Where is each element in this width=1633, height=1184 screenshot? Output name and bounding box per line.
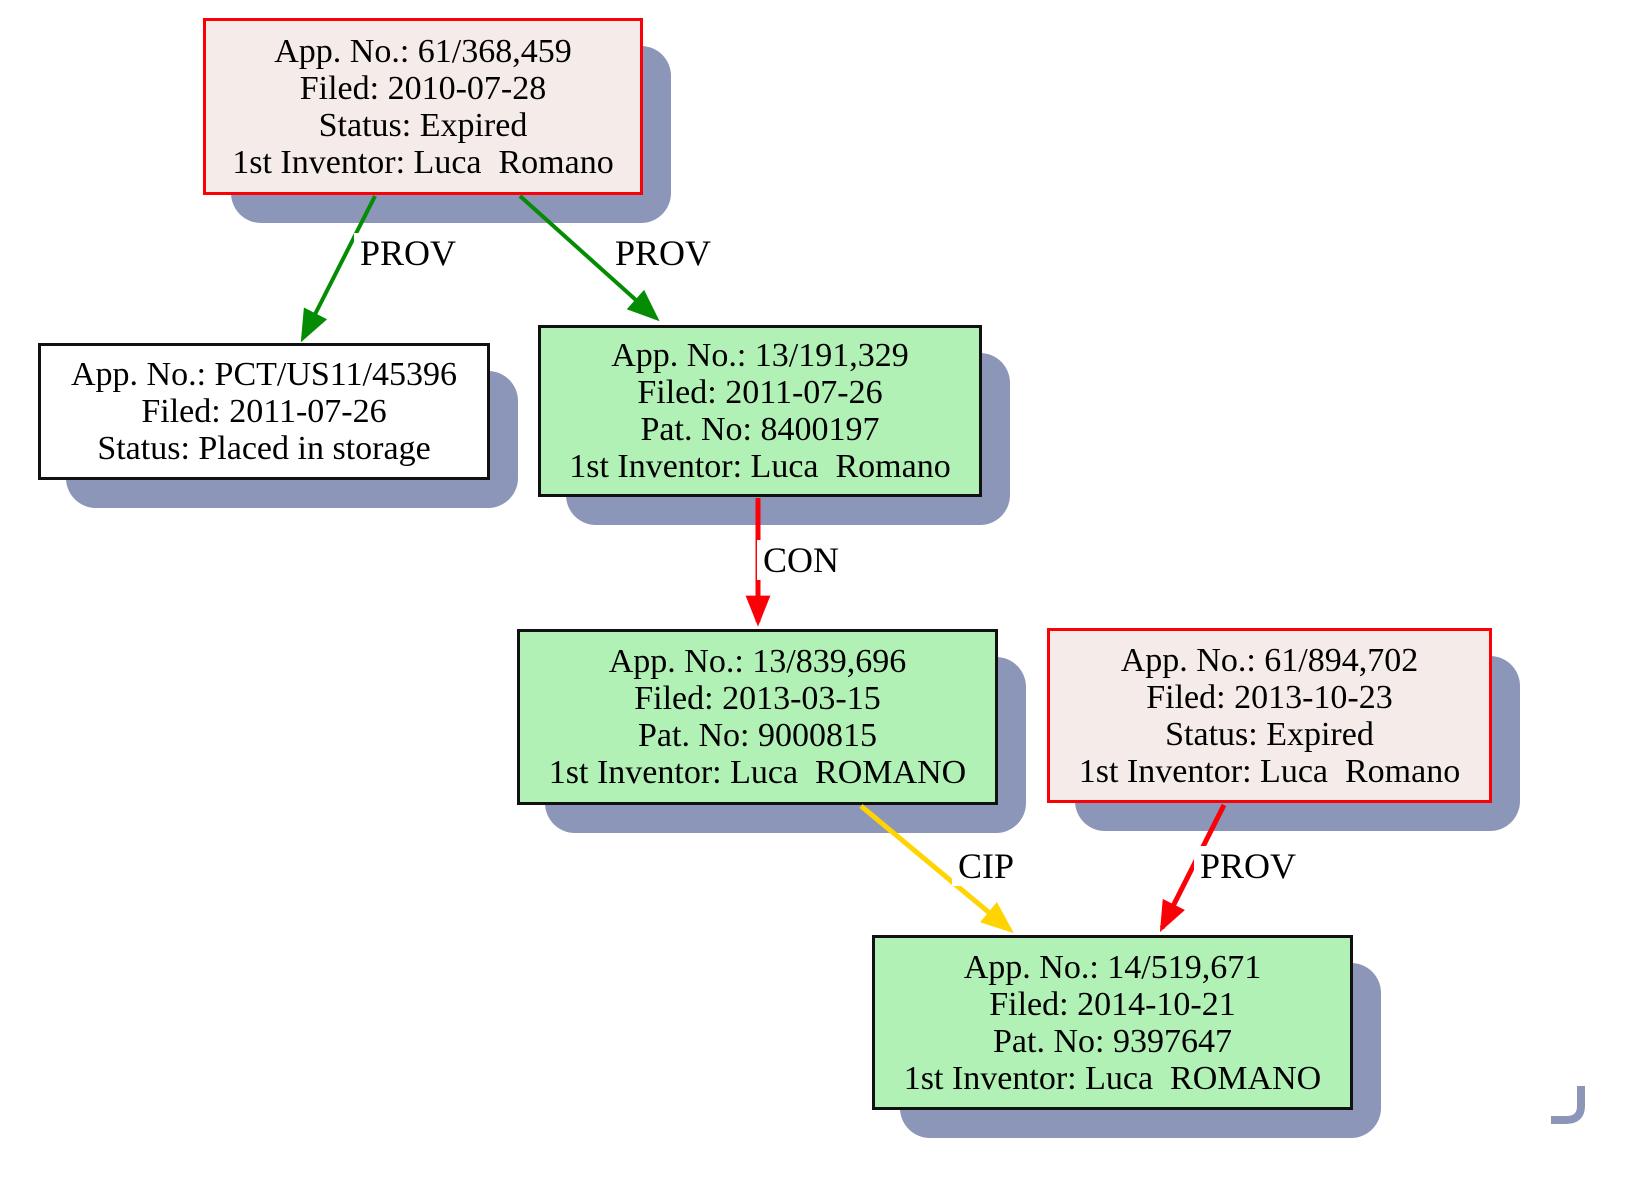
node-61-368-459: App. No.: 61/368,459 Filed: 2010-07-28 S… bbox=[203, 18, 671, 223]
node-line-status: Status: Placed in storage bbox=[97, 430, 431, 467]
node-13-191-329: App. No.: 13/191,329 Filed: 2011-07-26 P… bbox=[538, 325, 1010, 525]
node-box: App. No.: PCT/US11/45396 Filed: 2011-07-… bbox=[38, 343, 490, 480]
node-line-inventor: 1st Inventor: Luca ROMANO bbox=[903, 1059, 1322, 1097]
node-box: App. No.: 13/839,696 Filed: 2013-03-15 P… bbox=[517, 629, 998, 805]
node-line-filed: Filed: 2013-03-15 bbox=[634, 680, 881, 717]
node-line-app-no: App. No.: 13/191,329 bbox=[611, 337, 909, 374]
clipped-shadow-corner-mark bbox=[1551, 1086, 1585, 1124]
node-line-inventor: 1st Inventor: Luca Romano bbox=[569, 448, 951, 485]
node-line-inventor: 1st Inventor: Luca Romano bbox=[232, 143, 614, 181]
node-box: App. No.: 61/894,702 Filed: 2013-10-23 S… bbox=[1047, 628, 1492, 803]
edge-cip-to-14-519-671 bbox=[859, 804, 1014, 934]
node-line-inventor: 1st Inventor: Luca ROMANO bbox=[548, 754, 967, 791]
node-line-pat-no: Pat. No: 8400197 bbox=[640, 411, 880, 448]
node-box: App. No.: 14/519,671 Filed: 2014-10-21 P… bbox=[872, 935, 1353, 1110]
node-14-519-671: App. No.: 14/519,671 Filed: 2014-10-21 P… bbox=[872, 935, 1381, 1138]
edge-label-prov-1: PROV bbox=[353, 233, 463, 273]
node-line-app-no: App. No.: 61/894,702 bbox=[1120, 641, 1419, 679]
node-line-status: Status: Expired bbox=[318, 106, 528, 144]
node-line-filed: Filed: 2010-07-28 bbox=[299, 69, 547, 107]
node-line-app-no: App. No.: 61/368,459 bbox=[274, 32, 572, 70]
node-box: App. No.: 13/191,329 Filed: 2011-07-26 P… bbox=[538, 325, 982, 497]
node-line-filed: Filed: 2014-10-21 bbox=[989, 985, 1236, 1023]
node-line-filed: Filed: 2011-07-26 bbox=[141, 393, 387, 430]
node-13-839-696: App. No.: 13/839,696 Filed: 2013-03-15 P… bbox=[517, 629, 1026, 833]
node-pct-us11-45396: App. No.: PCT/US11/45396 Filed: 2011-07-… bbox=[38, 343, 518, 508]
node-line-pat-no: Pat. No: 9397647 bbox=[993, 1022, 1232, 1060]
node-line-pat-no: Pat. No: 9000815 bbox=[638, 717, 877, 754]
node-box: App. No.: 61/368,459 Filed: 2010-07-28 S… bbox=[203, 18, 643, 195]
edge-label-prov-3: PROV bbox=[1193, 846, 1303, 886]
node-line-filed: Filed: 2013-10-23 bbox=[1146, 678, 1393, 716]
edge-prov-to-14-519-671 bbox=[1159, 803, 1227, 933]
node-line-app-no: App. No.: PCT/US11/45396 bbox=[70, 356, 457, 393]
node-line-app-no: App. No.: 14/519,671 bbox=[963, 948, 1262, 986]
edge-label-cip: CIP bbox=[951, 846, 1021, 886]
node-line-inventor: 1st Inventor: Luca Romano bbox=[1078, 752, 1461, 790]
edge-prov-to-13-191-329 bbox=[518, 194, 660, 322]
node-line-filed: Filed: 2011-07-26 bbox=[637, 374, 883, 411]
edge-label-prov-2: PROV bbox=[608, 233, 718, 273]
node-line-app-no: App. No.: 13/839,696 bbox=[608, 643, 907, 680]
node-61-894-702: App. No.: 61/894,702 Filed: 2013-10-23 S… bbox=[1047, 628, 1520, 831]
node-line-status: Status: Expired bbox=[1165, 715, 1374, 753]
edge-label-con: CON bbox=[756, 540, 846, 580]
edge-prov-to-pct bbox=[300, 195, 377, 343]
